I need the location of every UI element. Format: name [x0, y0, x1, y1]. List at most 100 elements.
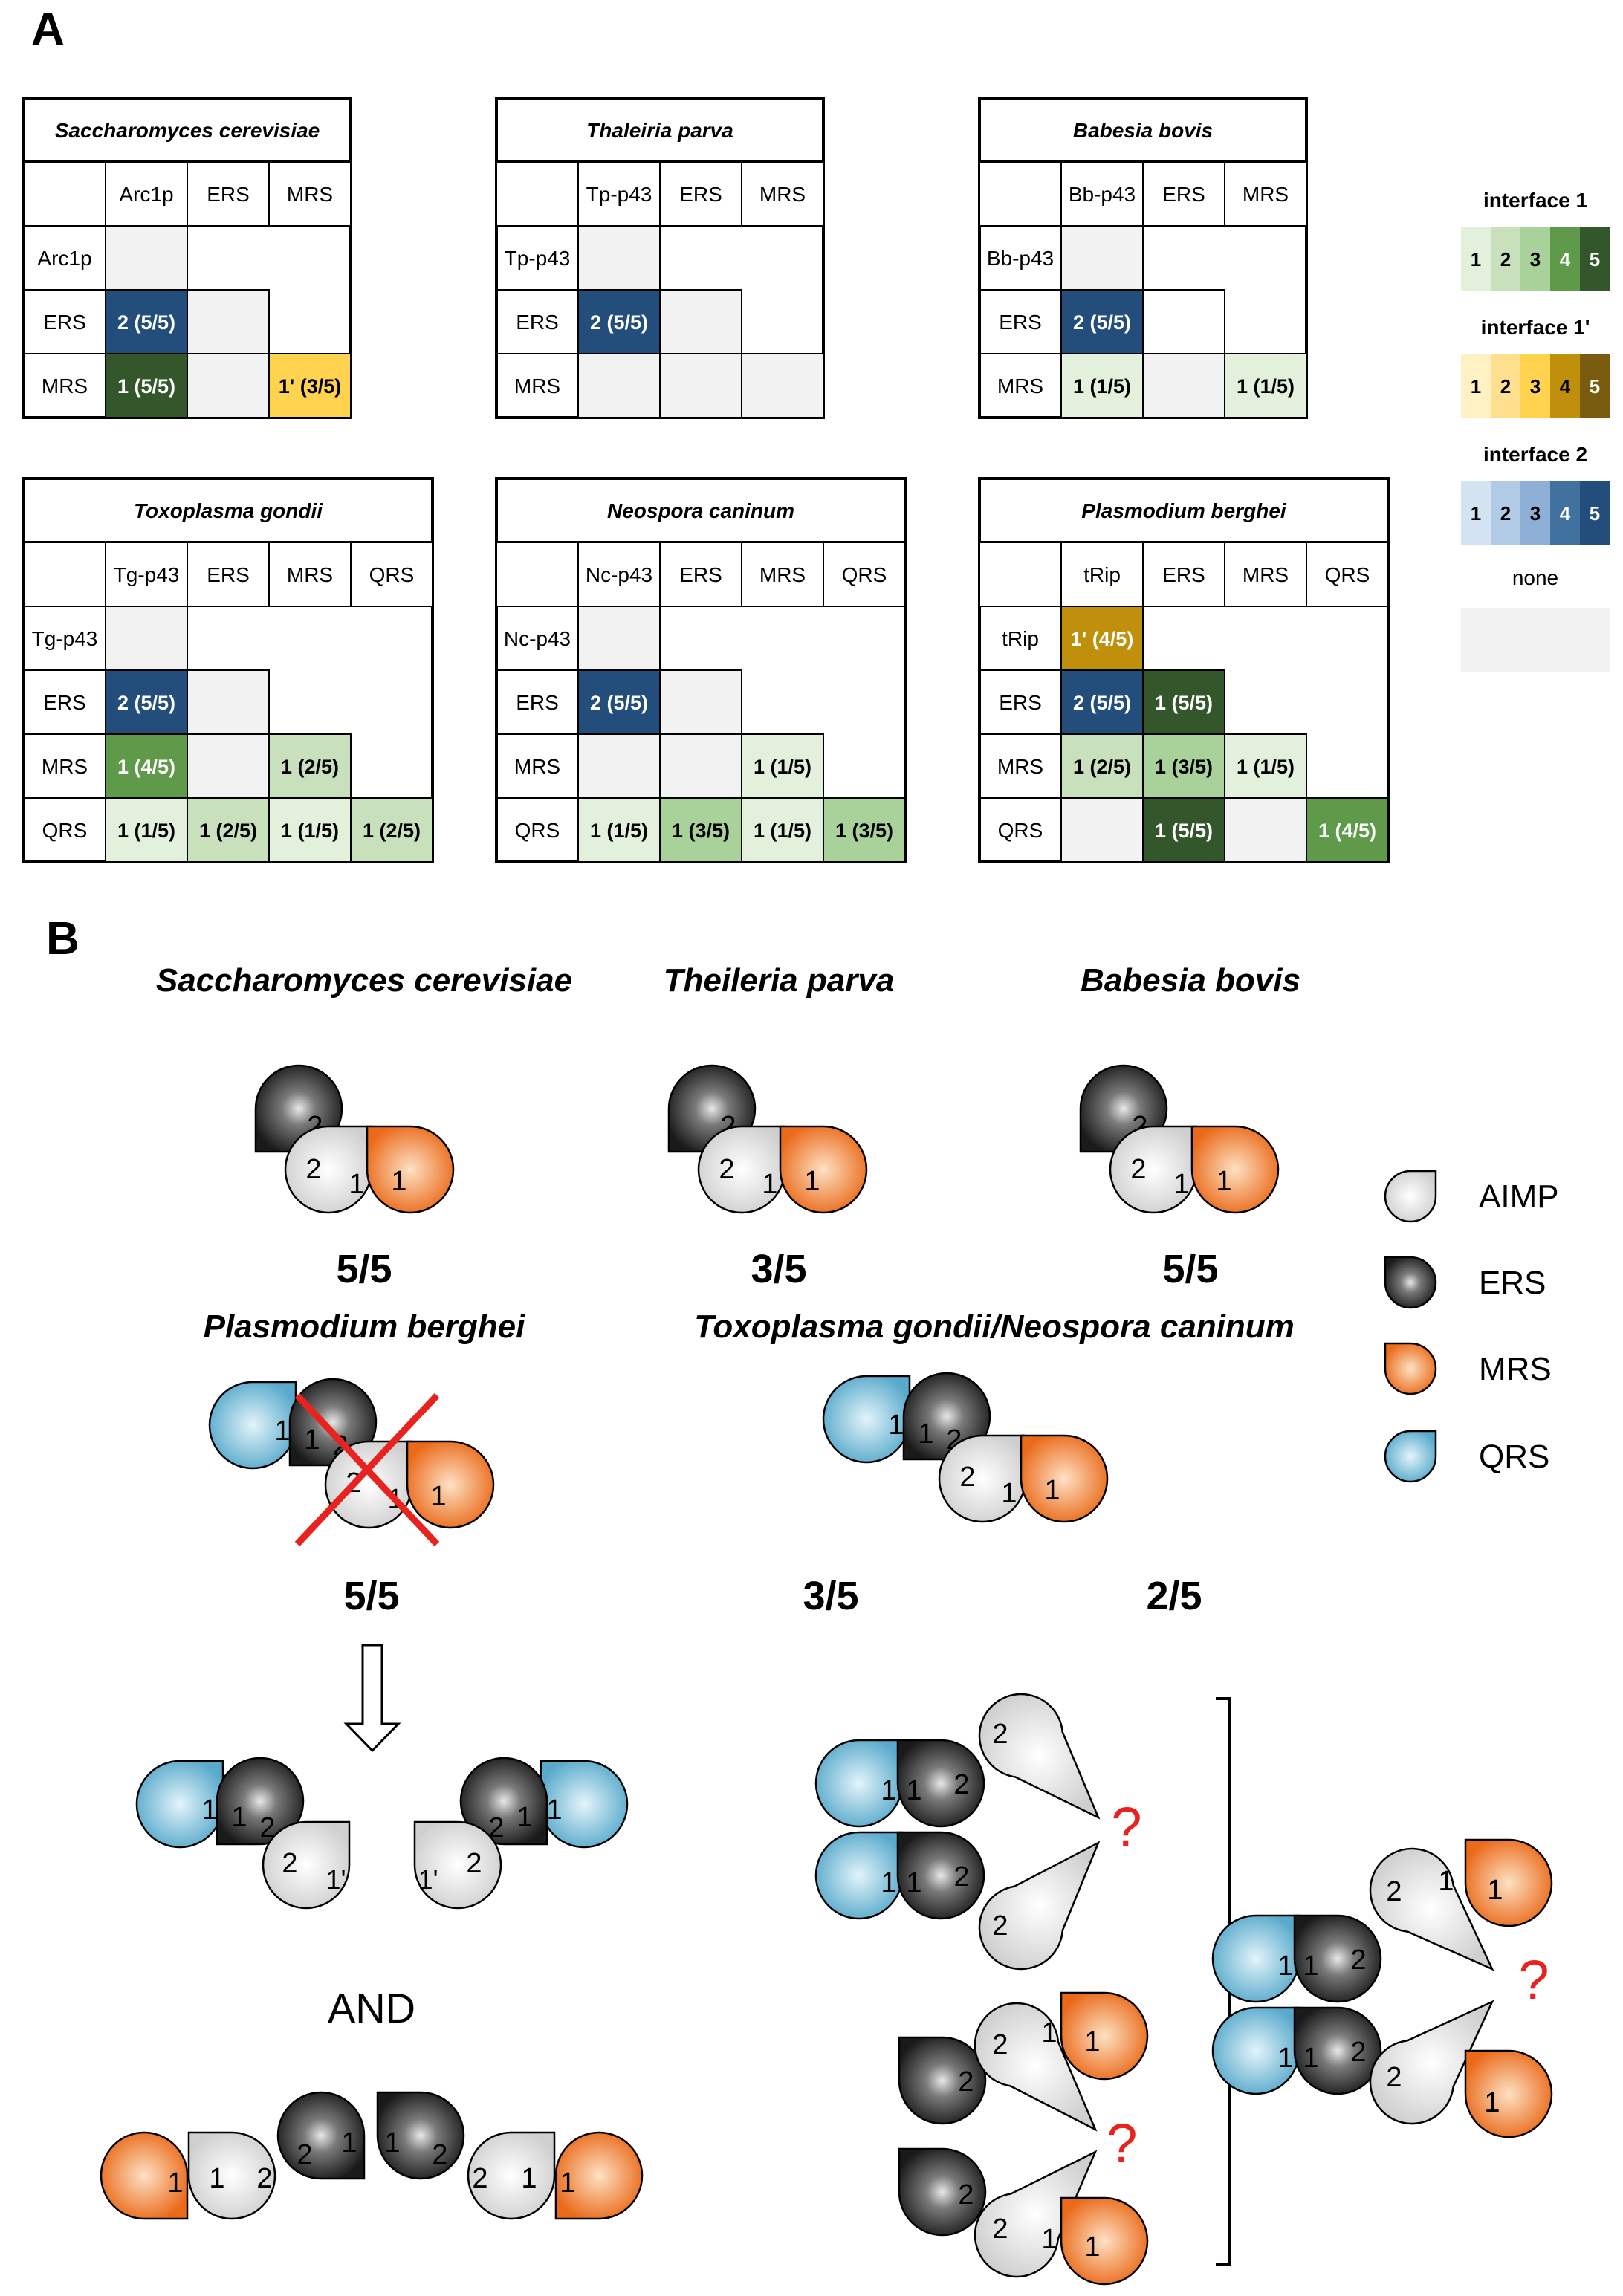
table-row-header-label: ERS	[516, 311, 559, 334]
table-cell	[105, 606, 188, 671]
interface1-swatch	[1580, 227, 1610, 291]
table-col-header-label: Nc-p43	[586, 563, 652, 586]
table-col-header	[350, 542, 433, 607]
interface1p-swatch	[1461, 354, 1491, 418]
table-cell	[1060, 733, 1144, 799]
aimp-shape	[1109, 1125, 1198, 1214]
table-row-header-label: QRS	[998, 819, 1043, 842]
table-col-header-label: QRS	[1325, 563, 1370, 586]
domain-label: 2	[466, 1848, 482, 1879]
domain-label: 1	[1484, 2087, 1500, 2118]
domain-label: 1	[1041, 2224, 1057, 2255]
aimp-free-shape	[978, 1841, 1101, 1971]
interface2-step: 1	[1471, 502, 1481, 525]
interface2-step: 3	[1530, 502, 1541, 525]
table-cell-value: 1 (4/5)	[1318, 820, 1376, 842]
domain-label: 2	[1386, 1876, 1402, 1907]
ers-shape	[896, 1831, 985, 1920]
mrs-legend-label: MRS	[1479, 1351, 1552, 1387]
interface1-swatch	[1520, 227, 1550, 291]
table-cell-value: 1 (1/5)	[1073, 375, 1131, 398]
table-cell	[577, 606, 661, 671]
none-swatch	[1461, 608, 1610, 672]
qrs-shape	[208, 1381, 297, 1470]
interface2-step: 2	[1500, 502, 1511, 525]
table-cell-value: 2 (5/5)	[1073, 311, 1131, 334]
qrs-legend-label: QRS	[1479, 1439, 1549, 1475]
aimp-shape	[413, 1820, 502, 1910]
table-cell-value: 2 (5/5)	[117, 311, 175, 334]
table-cell-value: 1' (4/5)	[1071, 628, 1133, 650]
mrs-shape	[100, 2131, 189, 2220]
table-col-header	[659, 161, 742, 227]
domain-label: 2	[992, 1719, 1008, 1750]
table-row-header-label: ERS	[999, 311, 1042, 334]
score-sc: 5/5	[336, 1247, 392, 1291]
domain-label: 1	[349, 1169, 364, 1200]
score-pb: 5/5	[343, 1574, 399, 1618]
domain-label: 2	[953, 1861, 969, 1893]
table-cell	[1142, 289, 1225, 354]
table-cell	[1060, 225, 1144, 291]
table-corner-cell	[496, 161, 579, 227]
aimp-shape	[938, 1434, 1027, 1523]
table-row-header-label: QRS	[515, 819, 560, 842]
table-cell	[659, 353, 742, 418]
mrs-shape	[1020, 1434, 1109, 1523]
table-cell	[1224, 353, 1307, 418]
domain-label: 1	[881, 1775, 896, 1806]
table-col-header-label: MRS	[759, 183, 806, 206]
table-col-header	[659, 542, 742, 607]
mrs-shape	[1464, 1838, 1553, 1927]
domain-label: 2	[958, 2179, 974, 2211]
domain-label: 1	[231, 1802, 247, 1833]
table-col-header	[187, 542, 270, 607]
table-row-header-label: MRS	[514, 374, 560, 398]
table-cell	[577, 797, 661, 863]
table-cell	[1142, 669, 1225, 735]
table-cell	[823, 797, 906, 863]
interface1p-step: 2	[1500, 375, 1511, 398]
domain-label: 1	[430, 1481, 446, 1512]
table-col-header-label: ERS	[1162, 563, 1205, 586]
table-cell-value: 1 (3/5)	[1155, 756, 1213, 778]
qrs-shape	[822, 1375, 911, 1464]
aimp-shape	[262, 1820, 351, 1910]
table-row-header-label: Bb-p43	[987, 247, 1054, 270]
domain-label: 1	[804, 1166, 820, 1197]
table-cell-value: 2 (5/5)	[590, 692, 648, 714]
table-row-header-label: ERS	[43, 311, 86, 334]
table-col-header	[1224, 161, 1307, 227]
table-col-header	[268, 161, 352, 227]
table-corner-cell	[496, 542, 579, 607]
table-cell-value: 1 (1/5)	[754, 756, 812, 778]
domain-label: 1	[516, 1802, 532, 1833]
table-cell	[659, 797, 742, 863]
table-cell	[1142, 353, 1225, 418]
domain-label: 1	[384, 2127, 400, 2159]
interface2-swatch	[1580, 481, 1610, 545]
table-col-header	[105, 542, 188, 607]
table-col-header-label: QRS	[369, 563, 415, 586]
table-title: Toxoplasma gondii	[134, 499, 323, 522]
table-cell	[1306, 797, 1389, 863]
table-cell-value: 1 (2/5)	[363, 820, 421, 842]
ers-legend-label: ERS	[1479, 1265, 1546, 1301]
table-col-header-label: Tg-p43	[114, 563, 180, 586]
table-col-header-label: MRS	[759, 563, 806, 586]
species-title-tp: Theileria parva	[664, 962, 895, 999]
table-row-header-label: MRS	[997, 374, 1043, 398]
table-row-header-label: Tg-p43	[32, 627, 98, 650]
domain-label: 2	[1130, 1154, 1146, 1185]
panel-b-label: B	[46, 913, 80, 964]
score-tp: 3/5	[751, 1247, 806, 1291]
domain-label: 2	[992, 2214, 1008, 2245]
table-title: Babesia bovis	[1073, 119, 1213, 142]
table-col-header	[1224, 542, 1307, 607]
aimp-free-shape	[1369, 1847, 1494, 1971]
species-title-pb: Plasmodium berghei	[204, 1308, 526, 1345]
